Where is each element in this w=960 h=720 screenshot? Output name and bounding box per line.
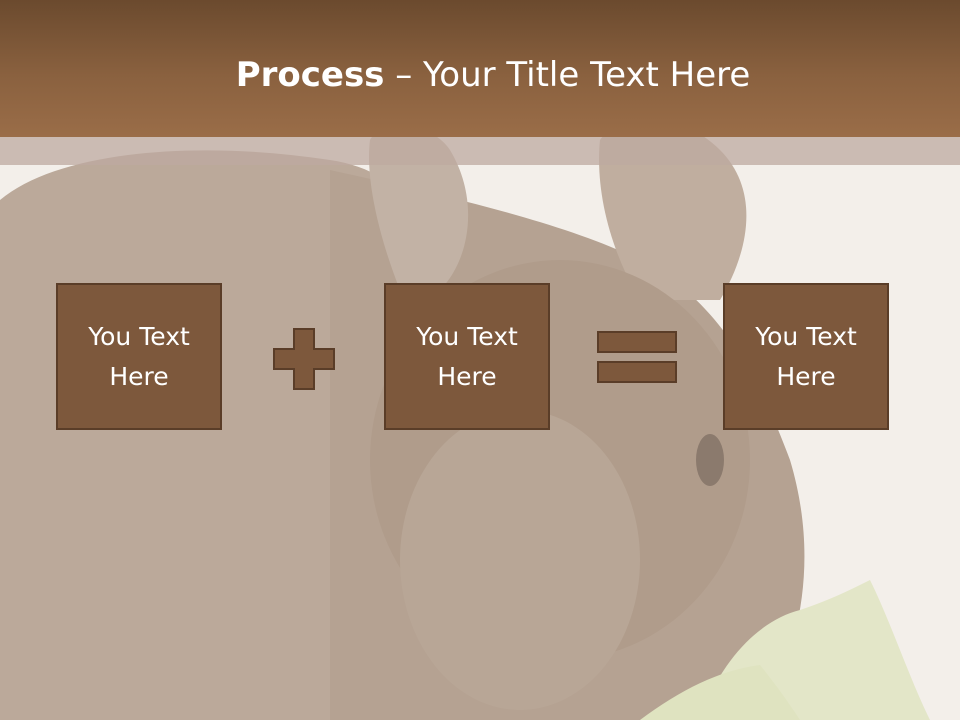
process-box-3: You Text Here — [723, 283, 889, 430]
title-rest: – Your Title Text Here — [384, 55, 751, 95]
title-bar — [0, 0, 960, 137]
title-bar-strip — [0, 137, 960, 165]
equals-icon — [597, 331, 677, 383]
title-bold: Process — [235, 55, 385, 95]
process-box-3-text: You Text Here — [755, 321, 857, 391]
slide-title: Process – Your Title Text Here — [0, 48, 960, 102]
process-box-1-text: You Text Here — [88, 321, 190, 391]
process-box-1: You Text Here — [56, 283, 222, 430]
plus-icon — [273, 328, 335, 390]
process-box-2: You Text Here — [384, 283, 550, 430]
process-box-2-text: You Text Here — [416, 321, 518, 391]
